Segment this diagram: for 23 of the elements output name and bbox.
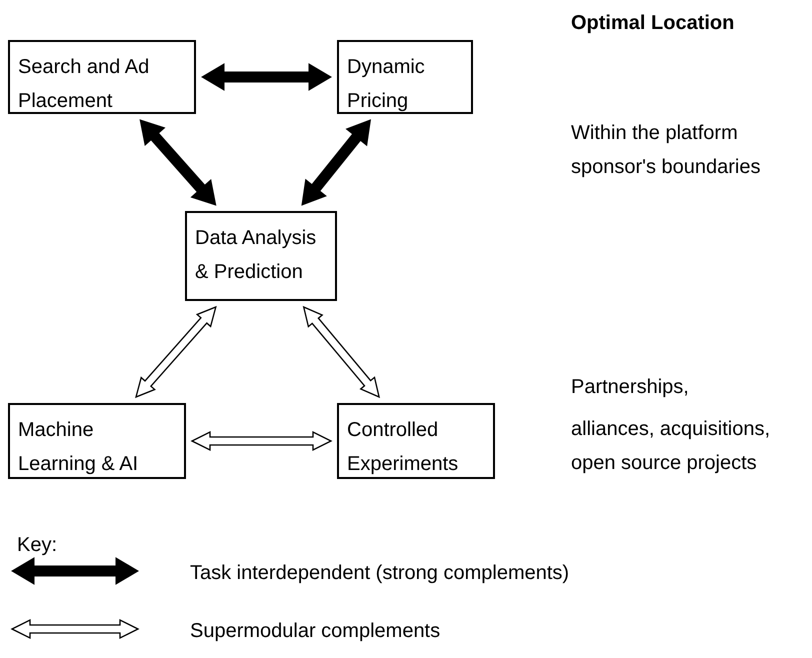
note-text: Within the platform sponsor's boundaries: [571, 121, 762, 180]
legend-text: Supermodular complements: [190, 619, 440, 644]
process-box: [185, 211, 337, 301]
note-text: alliances, acquisitions, open source projects: [571, 417, 771, 476]
box-text: Controlled Experiments: [347, 418, 460, 477]
box-text: Search and Ad Placement: [18, 55, 150, 114]
double-arrow: [135, 306, 217, 398]
process-box: [337, 403, 495, 479]
note-text: Partnerships,: [571, 375, 689, 400]
note-text: Optimal Location: [571, 11, 734, 36]
process-box: [337, 40, 473, 114]
legend-text: Task interdependent (strong complements): [190, 561, 570, 586]
double-arrow: [190, 430, 332, 452]
box-text: Data Analysis & Prediction: [195, 226, 318, 285]
double-arrow: [302, 306, 380, 398]
note-text: Key:: [17, 533, 58, 558]
double-arrow: [140, 119, 216, 206]
double-arrow: [201, 63, 332, 91]
process-box: [8, 403, 186, 479]
process-box: [8, 40, 196, 114]
box-text: Dynamic Pricing: [347, 55, 426, 114]
box-text: Machine Learning & AI: [18, 418, 140, 477]
double-arrow: [301, 119, 372, 206]
